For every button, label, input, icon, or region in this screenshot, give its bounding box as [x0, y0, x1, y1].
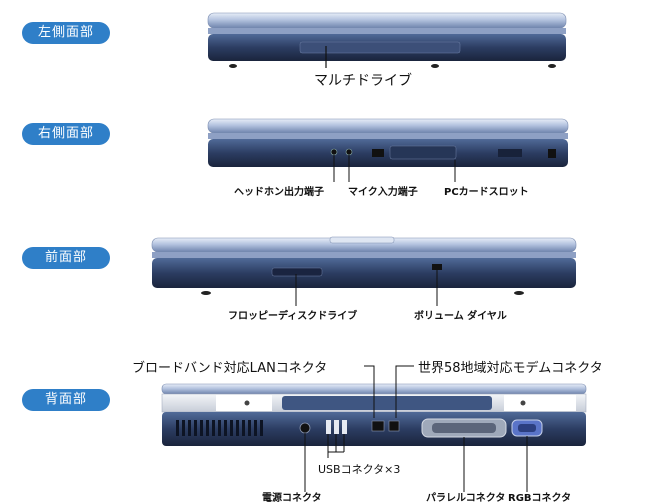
floppy-drive-label: フロッピーディスクドライブ: [228, 311, 358, 322]
pc-card-slot-label: PCカードスロット: [444, 187, 529, 198]
front-tag: 前面部: [22, 247, 110, 269]
lan-connector-label: ブロードバンド対応LANコネクタ: [132, 361, 328, 376]
volume-dial-label: ボリューム ダイヤル: [414, 311, 507, 322]
front-laptop: [151, 236, 577, 306]
back-tag: 背面部: [22, 389, 110, 411]
headphone-out-label: ヘッドホン出力端子: [234, 187, 324, 198]
back-laptop: [161, 365, 587, 492]
rgb-connector-label: RGBコネクタ: [508, 493, 572, 504]
right-side-laptop: [207, 118, 569, 182]
usb-connector-label: USBコネクタ×3: [318, 463, 401, 476]
parallel-connector-label: パラレルコネクタ: [426, 493, 506, 504]
left-side-laptop: [207, 12, 567, 68]
mic-in-label: マイク入力端子: [348, 187, 418, 198]
power-connector-label: 電源コネクタ: [262, 493, 322, 504]
multi-drive-label: マルチドライブ: [314, 73, 412, 89]
right-side-tag: 右側面部: [22, 123, 110, 145]
modem-connector-label: 世界58地域対応モデムコネクタ: [418, 361, 603, 376]
left-side-tag: 左側面部: [22, 22, 110, 44]
